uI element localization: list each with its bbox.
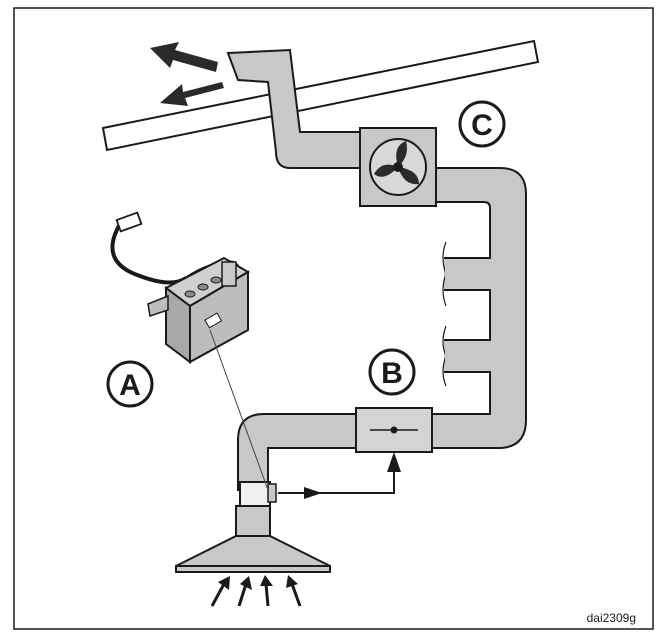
sensor-icon — [267, 483, 277, 503]
sensor-collar — [239, 481, 277, 509]
duct-junction-fill — [491, 204, 524, 418]
fan-unit — [359, 127, 437, 207]
ceiling-beam — [101, 39, 540, 152]
fan-icon — [369, 138, 427, 196]
controller-box — [110, 211, 250, 364]
callout-c: C — [458, 100, 506, 148]
callout-a: A — [106, 360, 154, 408]
intake-arrow-icon — [210, 575, 302, 607]
damper-icon — [370, 426, 418, 434]
exhaust-arrow-icon — [150, 42, 224, 106]
branch-edges — [444, 257, 490, 373]
signal-arrow-icon — [278, 452, 401, 499]
callout-a-label: A — [119, 369, 141, 402]
callout-b: B — [368, 348, 416, 396]
branch-fill-lower — [445, 341, 492, 371]
branch-fill-upper — [445, 259, 492, 289]
callout-c-label: C — [471, 109, 493, 142]
damper-unit — [355, 407, 433, 453]
extraction-hood — [175, 505, 331, 573]
frame-border — [13, 7, 654, 630]
leader-line-a — [209, 329, 269, 491]
figure-code: dai2309g — [587, 611, 636, 625]
callout-b-label: B — [381, 357, 403, 390]
